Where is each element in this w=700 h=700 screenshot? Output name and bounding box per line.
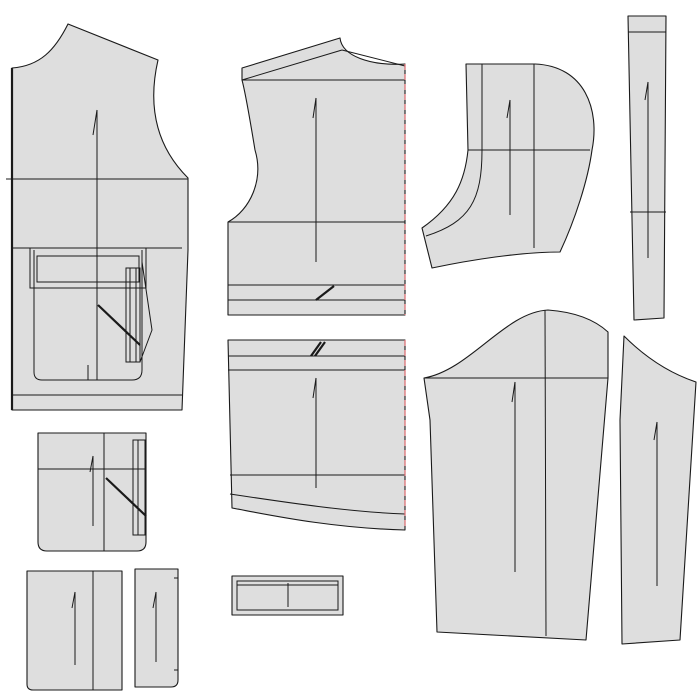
pocket-flap [132,439,146,536]
shoulder-line [341,49,406,67]
grain-arrow-sleeve-top [511,381,516,403]
sleeve-top[interactable] [423,309,609,641]
back-slash [315,285,335,301]
sleeve-under-outline [619,335,697,645]
pocket-outline [33,250,143,381]
pocket-outline-piece [37,432,147,552]
dart-line [139,261,153,363]
facing-right[interactable] [134,568,179,688]
back-lower-slash-2 [314,341,326,357]
grain-arrow-sleeve-small [506,99,511,119]
grain-arrow-sleeve-under [653,421,658,441]
front-bodice-outline [11,23,189,411]
sleeve-top-center [544,309,547,637]
grain-arrow-facing-right [152,591,157,609]
welt-box-inner [36,255,140,283]
flap-strip-inner [129,267,141,363]
sleeve-upper-small-outline [421,63,595,269]
grain-arrow-back-upper [312,97,317,119]
facing-left[interactable] [26,570,123,691]
front-bodice[interactable] [6,23,189,411]
sleeve-under[interactable] [619,335,697,645]
pocket-slash [105,477,147,517]
collar-strip-outline [627,15,667,321]
back-upper[interactable] [227,37,406,316]
welt[interactable] [231,575,344,616]
sleeve-top-outline [423,309,609,641]
grain-arrow-collar [644,81,649,101]
dart-slash [97,304,141,346]
welt-box-outer [29,247,147,289]
welt-inner [236,580,339,611]
grain-arrow-facing-left [71,591,76,609]
collar-strip[interactable] [627,15,667,321]
grain-arrow-pocket [89,455,94,473]
pocket[interactable] [37,432,147,552]
yoke-line [241,49,343,81]
sleeve-small-curve [425,149,483,237]
back-lower[interactable] [227,339,406,531]
back-lower-hem-inner [229,493,406,515]
sleeve-upper-small[interactable] [421,63,595,269]
grain-arrow-front [92,109,98,136]
grain-arrow-back-lower [312,377,317,399]
back-lower-slash-1 [310,341,322,357]
